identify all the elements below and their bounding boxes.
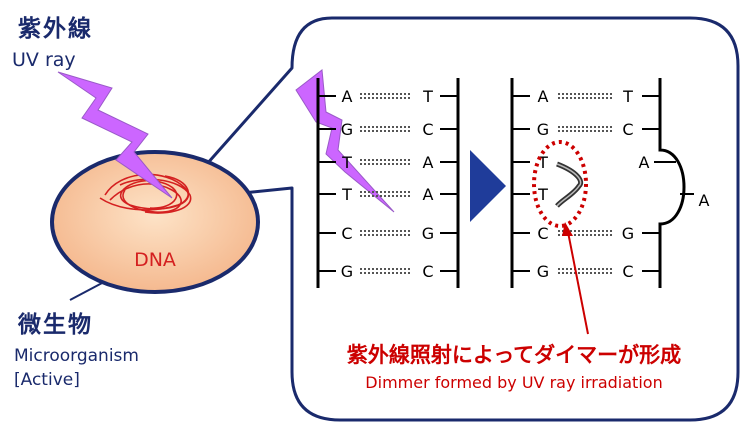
- base-label: T: [622, 87, 633, 106]
- cell-dna-label: DNA: [134, 249, 176, 271]
- microorganism-cell: [50, 150, 260, 294]
- base-label: T: [537, 153, 548, 172]
- base-label: A: [538, 87, 549, 106]
- caption-en: Dimmer formed by UV ray irradiation: [365, 373, 662, 392]
- dna-backbone-right-bulge: [658, 78, 686, 288]
- organism-label-jp: 微生物: [17, 311, 93, 338]
- base-label: T: [341, 153, 352, 172]
- base-label: C: [537, 224, 548, 243]
- base-label: T: [537, 185, 548, 204]
- uv-label-en: UV ray: [12, 49, 76, 71]
- lightning-bolt-icon: [57, 71, 173, 199]
- base-label: A: [423, 153, 434, 172]
- base-label: A: [699, 191, 710, 210]
- base-label: A: [639, 153, 650, 172]
- caption-pointer-arrow: [567, 231, 589, 335]
- base-label: T: [422, 87, 433, 106]
- base-label: C: [422, 262, 433, 281]
- uv-label-jp: 紫外線: [18, 15, 93, 42]
- lightning-bolt-icon: [295, 69, 395, 213]
- base-label: G: [422, 224, 434, 243]
- organism-state-label: [Active]: [14, 370, 80, 390]
- base-label: G: [537, 120, 549, 139]
- base-label: C: [622, 262, 633, 281]
- base-label: A: [423, 185, 434, 204]
- base-label: G: [341, 120, 353, 139]
- dimer-highlight-ring: [532, 140, 588, 228]
- base-label: G: [622, 224, 634, 243]
- base-label: G: [537, 262, 549, 281]
- base-label: C: [341, 224, 352, 243]
- base-label: A: [342, 87, 353, 106]
- base-label: C: [622, 120, 633, 139]
- base-label: C: [422, 120, 433, 139]
- caption-jp: 紫外線照射によってダイマーが形成: [347, 343, 681, 367]
- organism-pointer-line: [69, 281, 105, 301]
- right-triangle-arrow-icon: [470, 150, 506, 222]
- organism-label-en: Microorganism: [14, 346, 139, 366]
- dna-tangle: [99, 173, 192, 214]
- base-label: G: [341, 262, 353, 281]
- base-label: T: [341, 185, 352, 204]
